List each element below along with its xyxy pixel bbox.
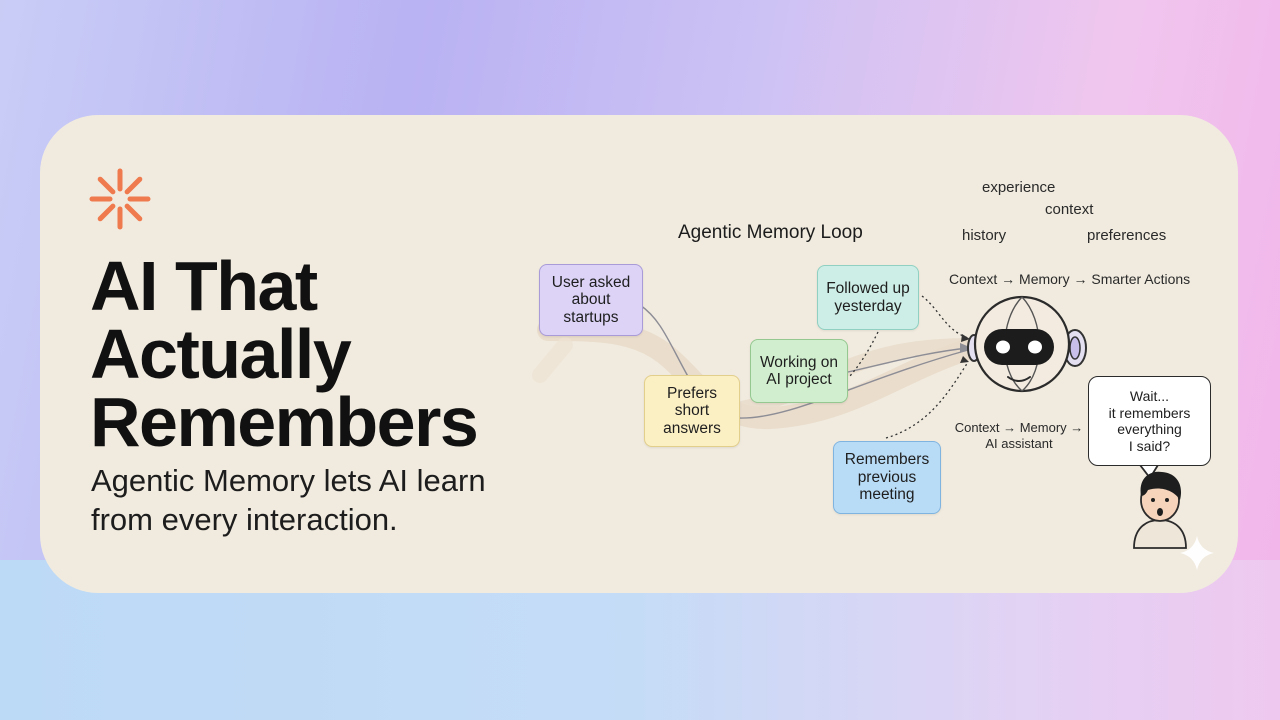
memory-note-prefers-short: Prefers short answers (644, 375, 740, 447)
keyword-context: context (1045, 201, 1094, 218)
bubble-line: Wait... (1129, 388, 1170, 404)
note-line: short (674, 402, 710, 420)
note-line: meeting (859, 486, 915, 504)
bottom-formula: Context → Memory → AI assistant (954, 420, 1084, 452)
bubble-line: I said? (1128, 437, 1171, 454)
memory-note-working-on: Working on AI project (750, 339, 848, 403)
diagram-title: Agentic Memory Loop (678, 222, 863, 243)
note-line: previous (857, 468, 917, 486)
memory-note-user-asked: User asked about startups (539, 264, 643, 336)
note-line: yesterday (834, 297, 902, 315)
memory-note-followed-up: Followed up yesterday (817, 265, 919, 330)
headline-line-3: Remembers (90, 383, 479, 461)
note-line: Working on (759, 353, 839, 371)
memory-note-remembers-meeting: Remembers previous meeting (833, 441, 941, 514)
note-line: startups (563, 308, 619, 326)
top-formula: Context → Memory → Smarter Actions (949, 271, 1191, 287)
note-line: about (571, 291, 611, 309)
keyword-preferences: preferences (1087, 227, 1167, 244)
bottom-formula-line-2: AI assistant (985, 436, 1053, 451)
note-line: Remembers (844, 451, 930, 469)
bubble-line: everything (1117, 421, 1182, 437)
headline: AI That Actually Remembers (90, 247, 479, 461)
bottom-formula-line-1: Context → Memory → (954, 420, 1084, 435)
note-line: Followed up (826, 280, 910, 297)
note-line: Prefers (667, 384, 717, 402)
subheadline-line-1: Agentic Memory lets AI learn (91, 463, 486, 498)
keyword-experience: experience (982, 179, 1056, 196)
subheadline-line-2: from every interaction. (91, 502, 398, 537)
speech-bubble: Wait... it remembers everything I said? (1088, 376, 1211, 466)
note-line: User asked (551, 273, 631, 291)
note-line: AI project (766, 371, 832, 388)
bubble-line: it remembers (1108, 404, 1191, 421)
sunburst-logo-icon (89, 168, 151, 230)
keyword-history: history (962, 227, 1007, 244)
note-line: answers (663, 419, 721, 437)
headline-line-2: Actually (90, 315, 352, 393)
subheadline: Agentic Memory lets AI learn from every … (91, 461, 486, 539)
headline-line-1: AI That (90, 247, 318, 325)
